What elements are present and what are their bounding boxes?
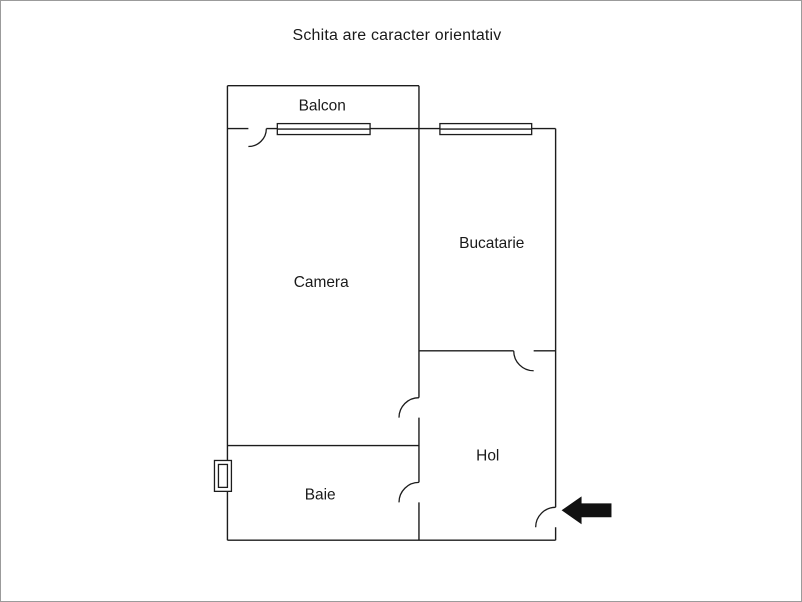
door-arc-entrance-icon [535, 506, 556, 528]
door-arc-baie-icon [398, 481, 419, 503]
outer-walls [226, 85, 557, 541]
window-baie-inner [217, 463, 229, 489]
disclaimer-title: Schita are caracter orientativ [293, 27, 502, 44]
room-label-hol: Hol [476, 447, 499, 464]
walls-group [226, 85, 557, 541]
room-label-balcon: Balcon [299, 98, 346, 115]
interior-walls [227, 85, 556, 541]
entrance-arrow-icon [561, 496, 612, 525]
doors-group [248, 128, 556, 528]
room-labels-group: Balcon Camera Bucatarie Hol Baie [294, 98, 525, 504]
door-arc-balcon-icon [248, 128, 267, 148]
room-label-baie: Baie [305, 486, 336, 503]
door-arc-camera-icon [398, 397, 419, 418]
door-arc-bucatarie-icon [513, 350, 534, 372]
room-label-camera: Camera [294, 274, 349, 291]
room-label-bucatarie: Bucatarie [459, 235, 524, 252]
windows-group [213, 122, 533, 493]
